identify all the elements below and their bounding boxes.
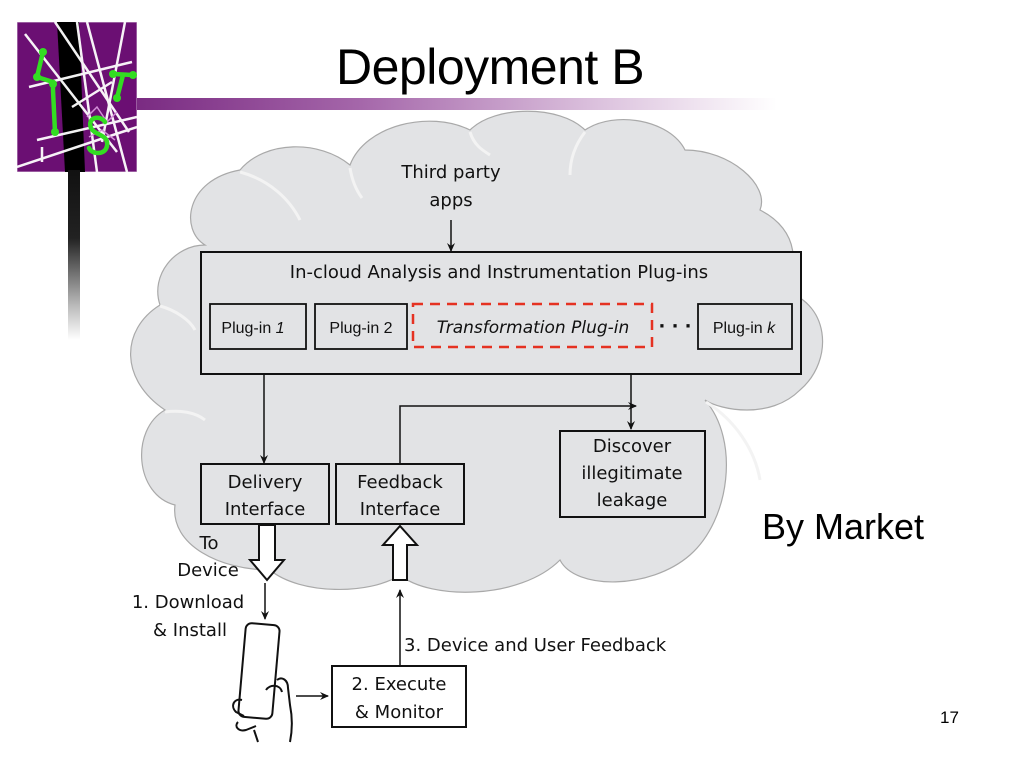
to-device-line2: Device — [177, 560, 239, 581]
plugins-panel-title: In-cloud Analysis and Instrumentation Pl… — [290, 262, 708, 283]
execute-monitor-box — [331, 665, 467, 728]
step3-label: 3. Device and User Feedback — [404, 635, 667, 656]
feedback-interface-line1: Feedback — [357, 472, 443, 493]
step2-line2: & Monitor — [355, 702, 444, 723]
third-party-label-line2: apps — [429, 190, 472, 211]
delivery-interface-line1: Delivery — [228, 472, 303, 493]
transformation-plugin-label: Transformation Plug-in — [437, 318, 630, 338]
to-device-hollow-arrow — [247, 524, 287, 582]
third-party-label-line1: Third party — [400, 162, 501, 183]
feedback-hollow-arrow — [380, 524, 420, 581]
discover-line2: illegitimate — [581, 463, 682, 484]
transformation-plugin-box — [411, 302, 654, 349]
plugins-ellipsis: · · · — [658, 316, 691, 337]
hand-holding-phone-icon — [232, 622, 293, 743]
slide-title: Deployment B — [336, 39, 645, 95]
plugin-k-box — [697, 303, 793, 350]
plugin-2-box — [314, 303, 408, 350]
plugin-2-label: Plug-in 2 — [329, 320, 392, 337]
plugin-1-box — [209, 303, 307, 350]
plugin-1-label: Plug-in 1 — [221, 320, 284, 337]
plugin-k-label: Plug-in k — [713, 320, 776, 337]
title-underline-bar — [137, 98, 777, 110]
discover-line3: leakage — [597, 490, 668, 511]
by-market-label: By Market — [762, 506, 925, 547]
step1-line2: & Install — [153, 620, 227, 641]
feedback-interface-box — [335, 463, 465, 525]
step2-line1: 2. Execute — [352, 674, 447, 695]
shattered-glass-logo-icon — [16, 21, 138, 173]
feedback-to-discover-arrow — [399, 402, 637, 464]
feedback-interface-line2: Interface — [360, 499, 441, 520]
discover-line1: Discover — [593, 436, 672, 457]
delivery-interface-line2: Interface — [225, 499, 306, 520]
discover-leakage-box — [559, 430, 706, 518]
to-device-line1: To — [199, 533, 219, 554]
plugins-panel: In-cloud Analysis and Instrumentation Pl… — [200, 251, 802, 375]
step1-line1: 1. Download — [132, 592, 244, 613]
logo-stem-bar — [68, 170, 80, 340]
page-number: 17 — [940, 708, 959, 727]
